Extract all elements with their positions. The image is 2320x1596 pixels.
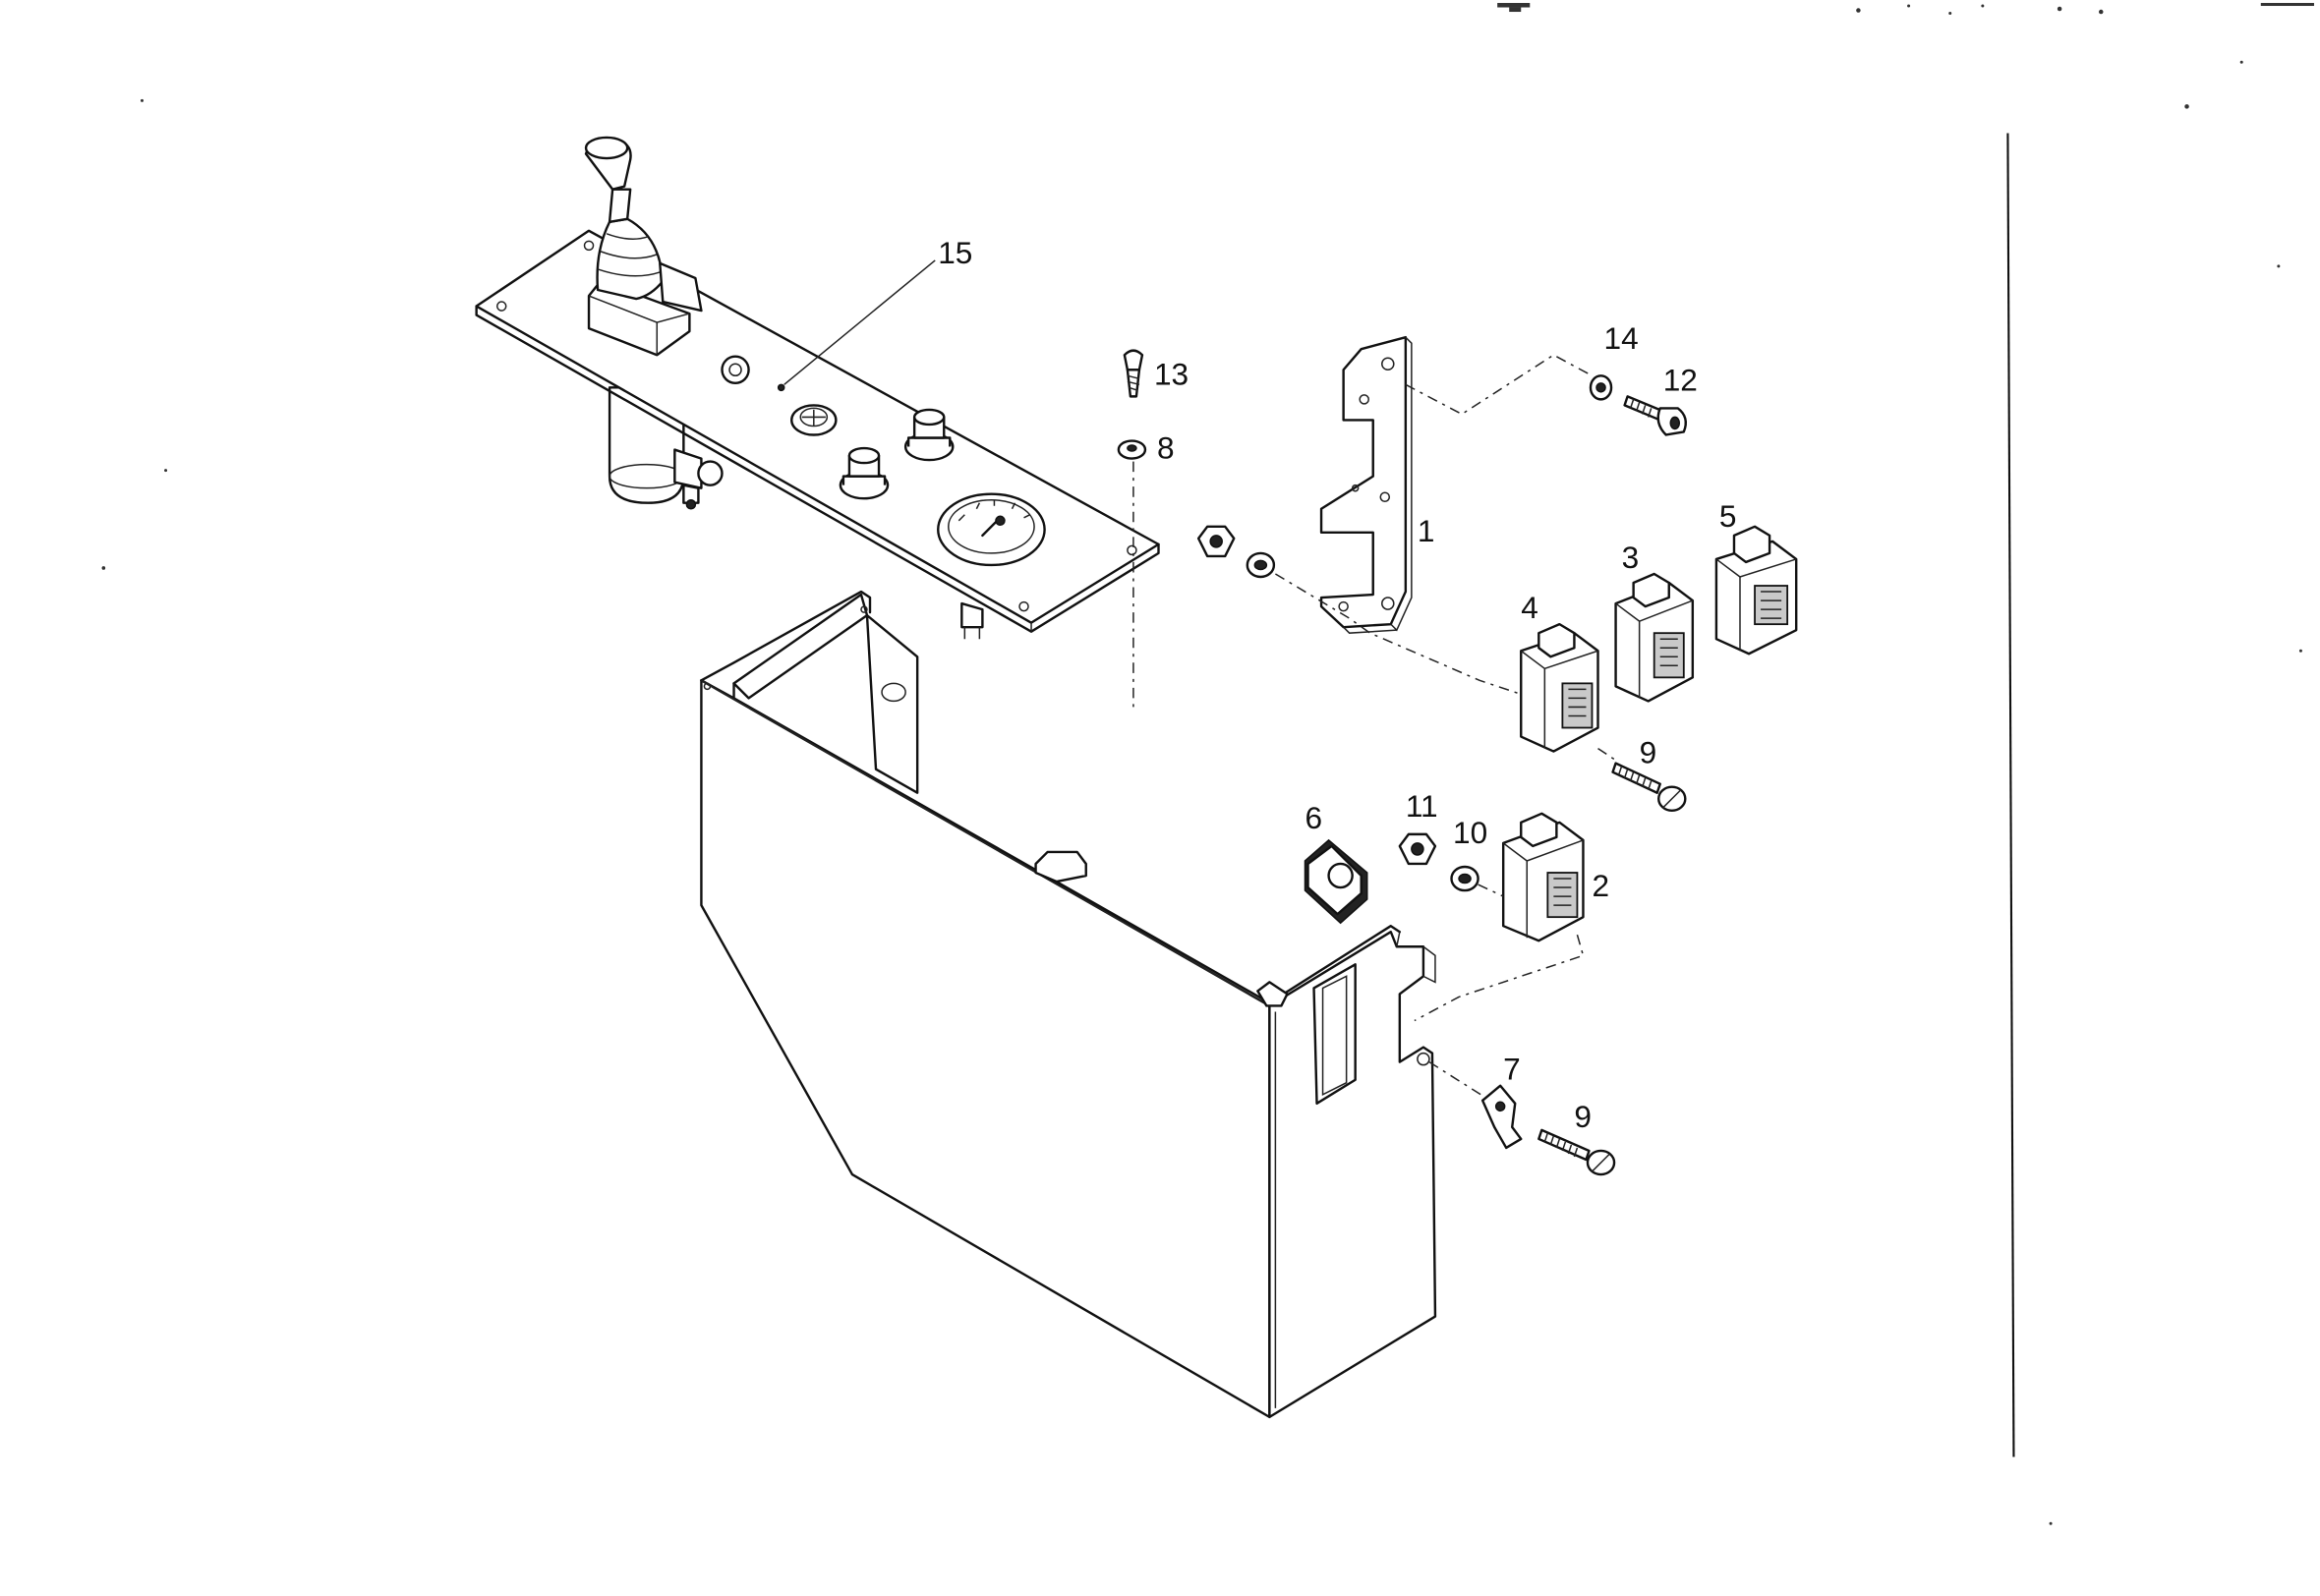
part-connector-4	[1520, 622, 1599, 753]
panel-knob-left	[839, 446, 890, 500]
part-washer-8	[1117, 439, 1147, 460]
part-connector-2	[1501, 812, 1585, 942]
callout-6: 6	[1305, 800, 1322, 835]
panel-motor	[608, 386, 724, 510]
part-screw-13	[1123, 349, 1144, 398]
callout-1: 1	[1418, 513, 1435, 548]
callout-2: 2	[1592, 868, 1609, 903]
callout-9-upper: 9	[1640, 735, 1657, 770]
callout-3: 3	[1622, 540, 1640, 575]
part-grommet-6	[1304, 838, 1368, 925]
part-screw-9-upper	[1611, 762, 1687, 812]
part-connector-5	[1714, 525, 1798, 656]
part-nut-bracket	[1196, 525, 1236, 558]
scan-specks	[101, 3, 2314, 1525]
panel-knob-right	[903, 408, 955, 462]
callout-labels: 15 13 8 14 12 1 5 3 4 9 6 11 10 2 7 9	[938, 235, 1736, 1134]
callout-10: 10	[1453, 815, 1487, 850]
page-margin-line	[2006, 133, 2015, 1457]
leader-bracket-14	[1405, 354, 1593, 416]
panel-socket	[790, 404, 838, 436]
joystick	[584, 136, 703, 357]
panel-gauge	[937, 492, 1046, 640]
callout-14: 14	[1604, 320, 1639, 356]
part-washer-bracket	[1246, 551, 1276, 579]
leader-housing-clip	[1428, 1061, 1486, 1099]
callout-13: 13	[1154, 356, 1189, 391]
part-housing	[700, 590, 1437, 1419]
part-connector-3	[1614, 572, 1695, 703]
leader-connector-9	[1597, 747, 1616, 762]
callout-11: 11	[1406, 788, 1438, 824]
callout-9-lower: 9	[1574, 1099, 1592, 1134]
part-screw-9-lower	[1537, 1128, 1616, 1176]
callout-4: 4	[1521, 590, 1538, 625]
leader-washer-connector	[1275, 573, 1525, 697]
part-bolt-12	[1623, 395, 1687, 436]
leader-15	[783, 259, 936, 385]
part-bracket-1	[1319, 335, 1413, 634]
part-washer-10	[1450, 865, 1479, 892]
callout-12: 12	[1663, 362, 1698, 397]
leader-connector-housing	[1414, 935, 1585, 1022]
part-clip-7	[1480, 1084, 1523, 1150]
part-washer-14	[1589, 374, 1613, 401]
callout-8: 8	[1157, 430, 1175, 466]
leader-washer-connector-2	[1478, 884, 1504, 897]
part-nut-11	[1398, 832, 1437, 866]
callout-15: 15	[938, 235, 972, 270]
callout-5: 5	[1719, 498, 1737, 534]
callout-7: 7	[1503, 1052, 1521, 1087]
part-control-panel	[475, 136, 1160, 640]
